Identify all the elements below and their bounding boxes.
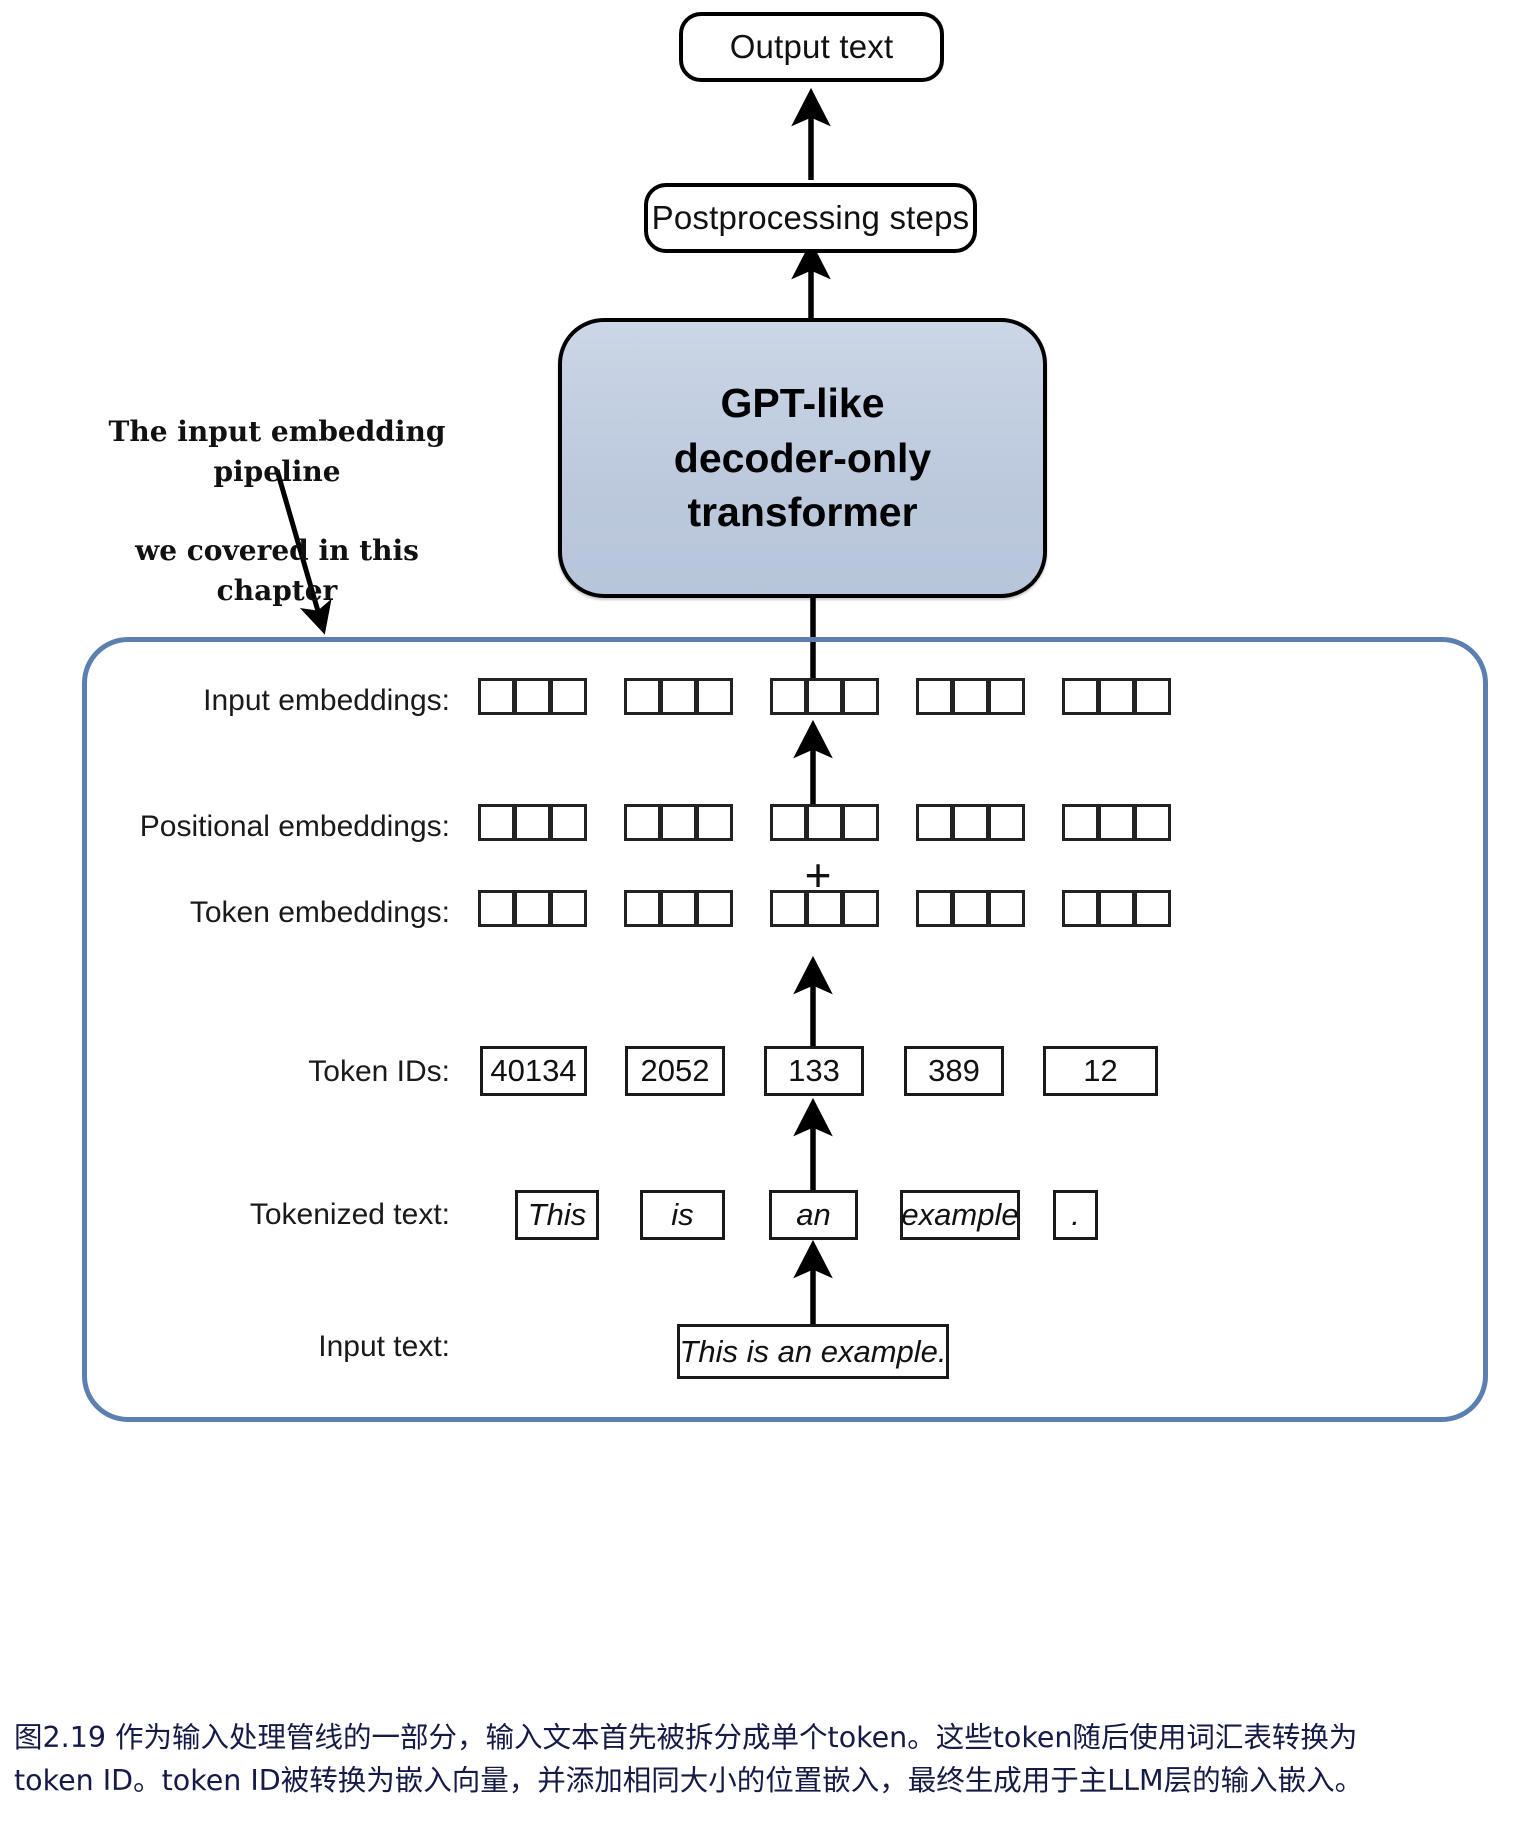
embedding-cell [842, 804, 879, 841]
token-box: example [900, 1190, 1020, 1240]
token-embeddings-cells [478, 890, 1178, 934]
embedding-cell [660, 804, 697, 841]
embedding-cell [478, 678, 515, 715]
embedding-group [1062, 678, 1171, 722]
token-ids-label: Token IDs: [308, 1055, 450, 1088]
annotation-line2: we covered in this chapter [135, 534, 419, 607]
embedding-cell [1062, 890, 1099, 927]
embedding-group [1062, 804, 1171, 848]
embedding-cell [806, 804, 843, 841]
embedding-group [478, 678, 587, 722]
tokenized-text-label: Tokenized text: [249, 1198, 450, 1231]
embedding-group [770, 678, 879, 722]
token-id-box: 12 [1043, 1046, 1158, 1096]
embedding-cell [1098, 890, 1135, 927]
embedding-group [916, 804, 1025, 848]
embedding-cell [842, 678, 879, 715]
embedding-group [770, 890, 879, 934]
positional-embeddings-label: Positional embeddings: [139, 810, 450, 843]
gpt-block-line2: decoder-only [673, 434, 932, 481]
embedding-cell [916, 890, 953, 927]
token-id-box: 40134 [480, 1046, 587, 1096]
token-id-box: 2052 [625, 1046, 725, 1096]
embedding-cell [624, 804, 661, 841]
embedding-cell [696, 804, 733, 841]
annotation-line1: The input embedding pipeline [108, 414, 446, 488]
token-box: . [1053, 1190, 1098, 1240]
embedding-group [624, 890, 733, 934]
embedding-cell [1098, 678, 1135, 715]
embedding-cell [660, 678, 697, 715]
token-id-box: 389 [904, 1046, 1004, 1096]
postprocessing-label: Postprocessing steps [651, 199, 970, 236]
embedding-group [624, 678, 733, 722]
embedding-cell [952, 678, 989, 715]
postprocessing-box: Postprocessing steps [644, 183, 977, 253]
token-box: an [769, 1190, 858, 1240]
output-text-label: Output text [729, 28, 894, 65]
embedding-group [478, 890, 587, 934]
token-box: is [640, 1190, 725, 1240]
embedding-cell [770, 804, 807, 841]
caption-line2: token ID。token ID被转换为嵌入向量，并添加相同大小的位置嵌入，最… [14, 1764, 1364, 1798]
input-text-value-box: This is an example. [677, 1324, 949, 1379]
embedding-cell [660, 890, 697, 927]
embedding-cell [550, 804, 587, 841]
embedding-cell [514, 804, 551, 841]
embedding-cell [952, 890, 989, 927]
embedding-group [770, 804, 879, 848]
embedding-cell [988, 804, 1025, 841]
embedding-cell [806, 678, 843, 715]
input-embeddings-cells [478, 678, 1178, 722]
embedding-cell [988, 890, 1025, 927]
embedding-cell [1098, 804, 1135, 841]
figure-caption: 图2.19 作为输入处理管线的一部分，输入文本首先被拆分成单个token。这些t… [14, 1716, 1506, 1803]
token-box: This [515, 1190, 599, 1240]
embedding-cell [842, 890, 879, 927]
token-id-box: 133 [764, 1046, 864, 1096]
embedding-cell [988, 678, 1025, 715]
embedding-cell [1134, 890, 1171, 927]
embedding-cell [478, 890, 515, 927]
gpt-block-line1: GPT-like [720, 379, 885, 426]
positional-embeddings-cells [478, 804, 1178, 848]
caption-line1: 图2.19 作为输入处理管线的一部分，输入文本首先被拆分成单个token。这些t… [14, 1721, 1358, 1754]
token-embeddings-label: Token embeddings: [189, 896, 450, 929]
embedding-cell [550, 890, 587, 927]
embedding-cell [952, 804, 989, 841]
embedding-cell [478, 804, 515, 841]
embedding-cell [1134, 678, 1171, 715]
gpt-transformer-block: GPT-like decoder-only transformer [558, 318, 1047, 598]
input-embeddings-label: Input embeddings: [203, 684, 450, 717]
embedding-cell [770, 890, 807, 927]
embedding-group [1062, 890, 1171, 934]
embedding-cell [1062, 804, 1099, 841]
embedding-group [916, 890, 1025, 934]
embedding-cell [770, 678, 807, 715]
embedding-cell [1062, 678, 1099, 715]
embedding-cell [550, 678, 587, 715]
embedding-cell [806, 890, 843, 927]
embedding-cell [514, 678, 551, 715]
input-embedding-pipeline-frame [82, 637, 1488, 1422]
embedding-cell [624, 678, 661, 715]
output-text-box: Output text [679, 12, 944, 82]
input-text-label: Input text: [318, 1330, 450, 1363]
embedding-group [624, 804, 733, 848]
embedding-cell [514, 890, 551, 927]
pipeline-annotation: The input embedding pipeline we covered … [88, 372, 466, 650]
embedding-cell [916, 804, 953, 841]
embedding-cell [624, 890, 661, 927]
embedding-group [478, 804, 587, 848]
embedding-group [916, 678, 1025, 722]
embedding-cell [696, 678, 733, 715]
embedding-cell [916, 678, 953, 715]
gpt-block-line3: transformer [687, 489, 918, 536]
embedding-cell [1134, 804, 1171, 841]
embedding-cell [696, 890, 733, 927]
